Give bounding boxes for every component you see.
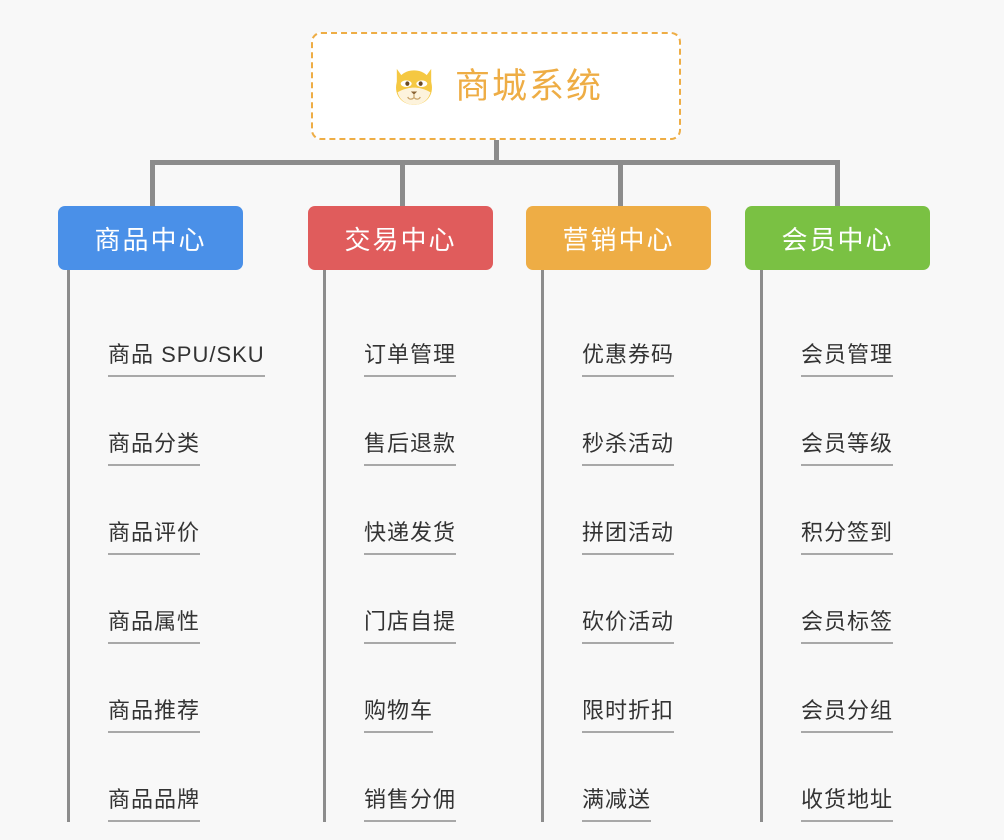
connector-drop-2 xyxy=(400,160,405,208)
list-item[interactable]: 商品属性 xyxy=(70,555,308,644)
leaf-label: 商品推荐 xyxy=(108,700,201,733)
leaf-label: 满减送 xyxy=(582,789,652,822)
list-item[interactable]: 收货地址 xyxy=(763,733,965,822)
leaf-label: 商品品牌 xyxy=(108,789,201,822)
leaf-label: 收货地址 xyxy=(801,789,894,822)
list-item[interactable]: 商品推荐 xyxy=(70,644,308,733)
category-box-trade-center[interactable]: 交易中心 xyxy=(308,206,493,270)
leaf-label: 砍价活动 xyxy=(582,611,675,644)
list-item[interactable]: 会员标签 xyxy=(763,555,965,644)
leaf-list-4: 会员管理 会员等级 积分签到 会员标签 会员分组 收货地址 xyxy=(760,270,965,822)
leaf-label: 会员分组 xyxy=(801,700,894,733)
list-item[interactable]: 快递发货 xyxy=(326,466,528,555)
leaf-label: 商品分类 xyxy=(108,433,201,466)
list-item[interactable]: 商品评价 xyxy=(70,466,308,555)
root-node-label: 商城系统 xyxy=(454,66,603,106)
leaf-list-2: 订单管理 售后退款 快递发货 门店自提 购物车 销售分佣 xyxy=(323,270,528,822)
list-item[interactable]: 砍价活动 xyxy=(544,555,746,644)
category-column-3: 营销中心 优惠券码 秒杀活动 拼团活动 砍价活动 限时折扣 满减送 xyxy=(526,206,746,822)
leaf-label: 会员标签 xyxy=(801,611,894,644)
category-column-4: 会员中心 会员管理 会员等级 积分签到 会员标签 会员分组 收货地址 xyxy=(745,206,965,822)
list-item[interactable]: 积分签到 xyxy=(763,466,965,555)
shiba-dog-face-icon xyxy=(396,68,432,105)
leaf-label: 商品评价 xyxy=(108,522,201,555)
category-box-product-center[interactable]: 商品中心 xyxy=(58,206,243,270)
list-item[interactable]: 满减送 xyxy=(544,733,746,822)
leaf-label: 会员管理 xyxy=(801,344,894,377)
category-label: 营销中心 xyxy=(562,224,675,255)
leaf-label: 积分签到 xyxy=(801,522,894,555)
list-item[interactable]: 优惠券码 xyxy=(544,288,746,377)
root-node-mall-system[interactable]: 商城系统 xyxy=(311,32,681,140)
leaf-label: 优惠券码 xyxy=(582,344,675,377)
list-item[interactable]: 会员等级 xyxy=(763,377,965,466)
leaf-label: 商品属性 xyxy=(108,611,201,644)
leaf-label: 秒杀活动 xyxy=(582,433,675,466)
leaf-label: 销售分佣 xyxy=(364,789,457,822)
leaf-label: 会员等级 xyxy=(801,433,894,466)
category-label: 交易中心 xyxy=(344,224,457,255)
leaf-label: 购物车 xyxy=(364,700,434,733)
leaf-list-1: 商品 SPU/SKU 商品分类 商品评价 商品属性 商品推荐 商品品牌 xyxy=(67,270,308,822)
leaf-label: 售后退款 xyxy=(364,433,457,466)
list-item[interactable]: 拼团活动 xyxy=(544,466,746,555)
list-item[interactable]: 限时折扣 xyxy=(544,644,746,733)
list-item[interactable]: 会员管理 xyxy=(763,288,965,377)
leaf-label: 限时折扣 xyxy=(582,700,675,733)
category-label: 商品中心 xyxy=(94,224,207,255)
category-label: 会员中心 xyxy=(781,224,894,255)
leaf-label: 订单管理 xyxy=(364,344,457,377)
category-box-marketing-center[interactable]: 营销中心 xyxy=(526,206,711,270)
list-item[interactable]: 商品 SPU/SKU xyxy=(70,288,308,377)
list-item[interactable]: 会员分组 xyxy=(763,644,965,733)
leaf-label: 快递发货 xyxy=(364,522,457,555)
list-item[interactable]: 门店自提 xyxy=(326,555,528,644)
category-box-member-center[interactable]: 会员中心 xyxy=(745,206,930,270)
leaf-label: 拼团活动 xyxy=(582,522,675,555)
category-column-2: 交易中心 订单管理 售后退款 快递发货 门店自提 购物车 销售分佣 xyxy=(308,206,528,822)
connector-drop-3 xyxy=(618,160,623,208)
connector-drop-1 xyxy=(150,160,155,208)
list-item[interactable]: 秒杀活动 xyxy=(544,377,746,466)
list-item[interactable]: 售后退款 xyxy=(326,377,528,466)
list-item[interactable]: 订单管理 xyxy=(326,288,528,377)
leaf-label: 门店自提 xyxy=(364,611,457,644)
leaf-label: 商品 SPU/SKU xyxy=(108,344,265,377)
connector-horizontal-bar xyxy=(150,160,840,165)
connector-root-stem xyxy=(494,140,499,164)
list-item[interactable]: 商品分类 xyxy=(70,377,308,466)
leaf-list-3: 优惠券码 秒杀活动 拼团活动 砍价活动 限时折扣 满减送 xyxy=(541,270,746,822)
category-column-1: 商品中心 商品 SPU/SKU 商品分类 商品评价 商品属性 商品推荐 商品品牌 xyxy=(58,206,308,822)
list-item[interactable]: 购物车 xyxy=(326,644,528,733)
list-item[interactable]: 商品品牌 xyxy=(70,733,308,822)
list-item[interactable]: 销售分佣 xyxy=(326,733,528,822)
connector-drop-4 xyxy=(835,160,840,208)
